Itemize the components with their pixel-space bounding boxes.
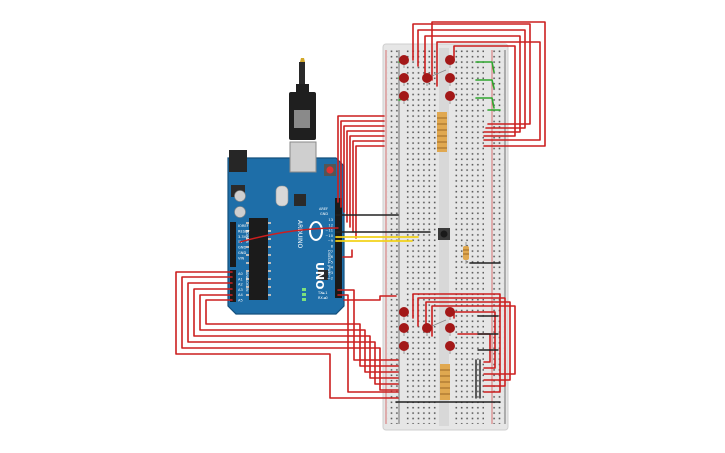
analog-pin-label: A1 <box>238 277 243 281</box>
analog-header-label: ANALOG IN <box>245 272 249 292</box>
analog-pin-label: A0 <box>238 272 243 276</box>
power-pin-label: 3.3V <box>238 235 247 239</box>
analog-pin-label: A3 <box>238 288 243 292</box>
power-pin-label: GND <box>238 251 246 255</box>
board-brand: ARDUINO <box>296 220 303 249</box>
digital-pin-label: 7 <box>331 250 333 254</box>
crystal-oscillator <box>275 185 289 207</box>
digital-header-label: DIGITAL (PWM~) <box>327 250 331 280</box>
top-resistor-bank <box>437 112 447 152</box>
power-header-label: POWER <box>245 230 249 244</box>
digital-pin-label: 4 <box>331 266 334 270</box>
led[interactable] <box>445 323 455 336</box>
tx-label: TX►1 <box>317 291 327 295</box>
wires <box>175 21 546 403</box>
digital-pin-label: ~10 <box>325 234 333 238</box>
led[interactable] <box>445 341 455 354</box>
rx-label: RX◄0 <box>318 296 328 300</box>
power-pin-label: VIN <box>238 256 245 260</box>
digital-pin-label: 12 <box>328 223 333 227</box>
digital-pin-label: 13 <box>328 218 333 222</box>
led[interactable] <box>399 323 409 336</box>
gnd-label: GND <box>320 212 328 216</box>
power-jack <box>229 150 247 172</box>
led[interactable] <box>445 55 455 68</box>
analog-pin-label: A5 <box>238 299 243 303</box>
power-header <box>230 222 236 267</box>
board-model: UNO <box>313 262 326 290</box>
led[interactable] <box>445 73 455 86</box>
bottom-resistor-bank <box>440 364 450 400</box>
led[interactable] <box>399 307 409 320</box>
led[interactable] <box>422 323 432 336</box>
power-pin-label: RESET <box>238 229 250 233</box>
usb-port <box>289 141 317 173</box>
capacitor <box>234 206 246 218</box>
led[interactable] <box>399 91 409 104</box>
usb-cable[interactable] <box>289 58 316 140</box>
digital-pin-label: ~3 <box>328 271 333 275</box>
digital-pin-label: ~5 <box>328 260 333 264</box>
led[interactable] <box>399 55 409 68</box>
bottom-led-group <box>399 307 455 354</box>
capacitor <box>234 190 246 202</box>
analog-header <box>230 270 236 302</box>
led[interactable] <box>445 91 455 104</box>
digital-header <box>335 198 342 298</box>
digital-pin-label: ~9 <box>328 239 334 243</box>
led[interactable] <box>422 73 432 86</box>
power-pin-label: GND <box>238 246 246 250</box>
aref-label: AREF <box>319 207 328 211</box>
push-button[interactable] <box>438 228 450 240</box>
power-pin-label: IOREF <box>238 224 249 228</box>
digital-pin-label: 8 <box>331 245 334 249</box>
digital-pin-label: 2 <box>331 276 333 280</box>
resistor <box>463 242 469 264</box>
microcontroller-chip <box>249 218 268 300</box>
analog-pin-label: A2 <box>238 283 243 287</box>
digital-pin-label: ~11 <box>325 229 333 233</box>
led[interactable] <box>399 73 409 86</box>
digital-pin-label: ~6 <box>328 255 334 259</box>
analog-pin-label: A4 <box>238 293 243 297</box>
led[interactable] <box>399 341 409 354</box>
led[interactable] <box>445 307 455 320</box>
top-led-group <box>399 55 455 104</box>
